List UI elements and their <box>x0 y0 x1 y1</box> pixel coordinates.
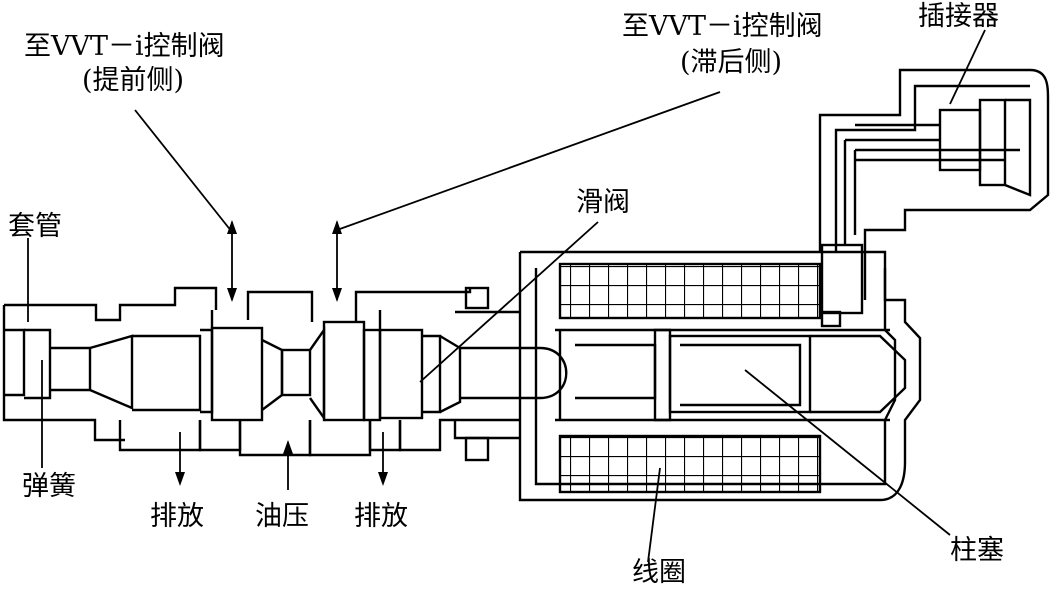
solenoid-housing <box>518 250 922 502</box>
leader-lines <box>27 29 986 563</box>
label-plunger: 柱塞 <box>950 535 1004 566</box>
plunger <box>575 328 907 422</box>
label-advance-side: (提前侧) <box>82 65 185 96</box>
sleeve-housing <box>2 286 520 462</box>
coil-windings <box>558 262 822 494</box>
label-retard-side: (滞后侧) <box>680 47 783 78</box>
label-drain-right: 排放 <box>354 501 408 532</box>
label-connector: 插接器 <box>918 1 999 32</box>
label-spring: 弹簧 <box>22 471 76 502</box>
label-oil-pressure: 油压 <box>255 501 309 532</box>
label-drain-left: 排放 <box>150 501 204 532</box>
label-to-vvt-retard: 至VVT－i控制阀 <box>622 11 823 42</box>
label-spool-valve: 滑阀 <box>576 187 630 218</box>
spring-end <box>4 328 202 412</box>
connector <box>818 68 1050 328</box>
arrowheads <box>175 220 388 486</box>
label-to-vvt-advance: 至VVT－i控制阀 <box>24 31 225 62</box>
label-sleeve: 套管 <box>8 211 62 242</box>
label-coil: 线圈 <box>632 557 686 588</box>
spool-lands <box>200 310 568 422</box>
